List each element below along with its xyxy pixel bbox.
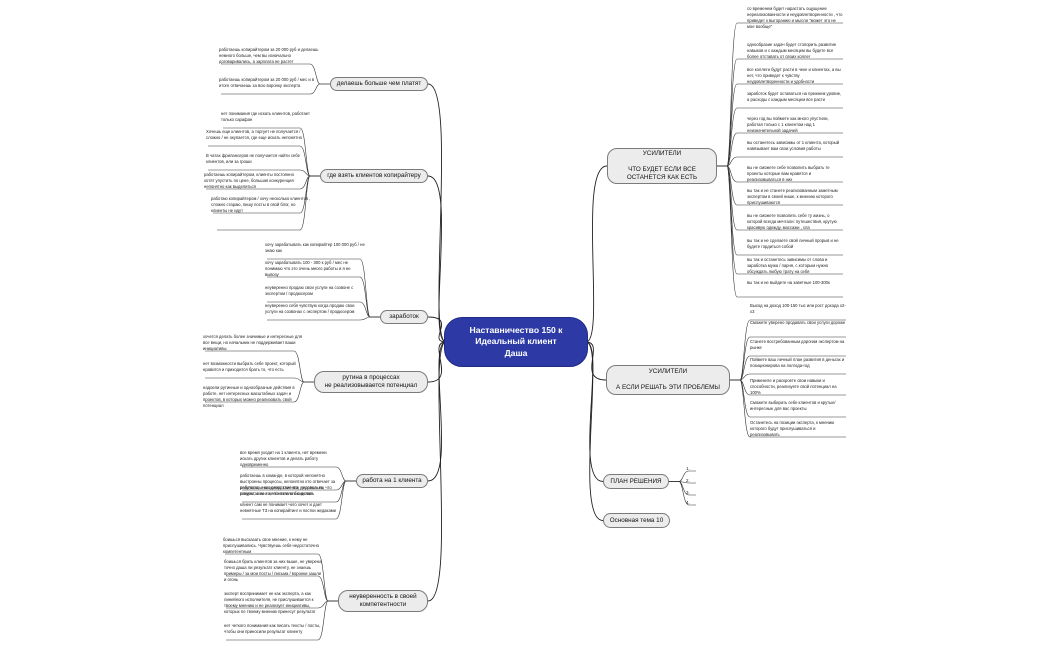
- leaf-note: вы так и не выйдете на заветные 100-300к: [747, 280, 830, 285]
- leaf-note: однообразие задач будет стопорить развит…: [747, 42, 837, 59]
- leaf-note: эксперт воспринимает не как эксперта, а …: [224, 591, 316, 614]
- leaf-note: неуверенно продаю свои услуги на созвоне…: [265, 285, 354, 296]
- leaf-note: работаешь в команде, в которой непонятно…: [240, 473, 336, 496]
- leaf-note: работаешь на одного клиента, делаешь то,…: [240, 485, 332, 496]
- leaf-note: вы не сможете себе позволить выбрать те …: [747, 165, 830, 182]
- leaf-note: все время уходит на 1 клиента, нет време…: [240, 450, 327, 467]
- leaf-note: клиент сам не понимает чего хочет и дает…: [240, 502, 336, 513]
- plan-step: 1.: [686, 466, 690, 471]
- branch-insecurity[interactable]: неуверенность в своей компетентности: [338, 590, 428, 612]
- branch-where-clients[interactable]: где взять клиентов копирайтеру: [320, 169, 428, 183]
- plan-step: 4.: [686, 500, 690, 505]
- leaf-note: Сможете выбирать себе клиентов и крутые/…: [750, 400, 836, 411]
- leaf-note: Поймете ваш личный план развития в деньг…: [750, 357, 845, 368]
- leaf-note: работаю копирайтером / хочу несколько кл…: [211, 196, 311, 213]
- leaf-note: через год вы поймете как много упустили,…: [747, 116, 829, 133]
- leaf-note: хочу зарабатывать как копирайтер 100 000…: [265, 242, 365, 253]
- leaf-note: работаешь копирайтером, клиенты постоянн…: [204, 172, 294, 189]
- leaf-note: боишься брать клиентов за них выше, не у…: [224, 559, 322, 582]
- leaf-note: хочется делать более значимые и интересн…: [203, 334, 302, 351]
- leaf-note: Останетесь на позиции эксперта, к мнению…: [750, 420, 835, 437]
- plan-step: 2.: [686, 478, 690, 483]
- leaf-note: нет возможности выбрать себе проект, кот…: [203, 361, 296, 372]
- branch-solution-plan[interactable]: ПЛАН РЕШЕНИЯ: [603, 474, 669, 489]
- leaf-note: Сможете уверено продавать свои услуги до…: [750, 320, 846, 325]
- branch-main-topic[interactable]: Основная тема 10: [603, 513, 670, 528]
- leaf-note: Примените и раскроете свои навыки и спос…: [750, 378, 837, 395]
- leaf-note: нет четкого понимания как писать тексты …: [224, 623, 321, 634]
- leaf-note: со временем будет нарастать ощущение нер…: [747, 6, 843, 29]
- branch-one-client[interactable]: работа на 1 клиента: [356, 474, 428, 488]
- branch-amplifiers-2[interactable]: УСИЛИТЕЛИ А ЕСЛИ РЕШАТЬ ЭТИ ПРОБЛЕМЫ: [606, 365, 730, 395]
- leaf-note: надоели рутинные и однообразные действия…: [203, 385, 295, 408]
- branch-earn-more[interactable]: делаешь больше чем платят: [330, 77, 428, 91]
- leaf-note: заработок будет оставаться на прежнем ур…: [747, 91, 842, 102]
- leaf-note: неуверенно себя чувствую когда продаю св…: [265, 303, 355, 314]
- leaf-note: Станете востребованным дорогим экспертом…: [750, 339, 845, 350]
- leaf-note: нет понимания где искать клиентов, работ…: [221, 111, 310, 122]
- leaf-note: вы так и не станете реализованным заметн…: [747, 188, 838, 205]
- leaf-note: работаешь копирайтером за 20 000 руб / м…: [219, 77, 315, 88]
- branch-income[interactable]: заработок: [380, 310, 428, 324]
- leaf-note: вы так и не сделаете свой личный прорыв …: [747, 238, 839, 249]
- leaf-note: хочу зарабатывать 100 - 300 к руб / мес …: [265, 260, 351, 277]
- leaf-note: Хочешь еще клиентов, а торгует не получа…: [206, 129, 302, 140]
- branch-amplifiers-1[interactable]: УСИЛИТЕЛИ ЧТО БУДЕТ ЕСЛИ ВСЕ ОСТАНЕТСЯ К…: [607, 148, 717, 184]
- leaf-note: все коллеги будут расти в чеке и клиента…: [747, 67, 841, 84]
- branch-routine[interactable]: рутина в процессах не реализовывается по…: [314, 371, 428, 393]
- leaf-note: боишься высказать свое мнение, к нему не…: [223, 537, 320, 554]
- leaf-note: Выход на доход 100-150 тыс или рост дохо…: [750, 303, 846, 314]
- leaf-note: В чатах фрилансеров не получается найти …: [206, 153, 300, 164]
- leaf-note: вы не сможете позволить себе ту жизнь, о…: [747, 213, 837, 230]
- leaf-note: вы останетесь зависимы от 1 клиента, кот…: [747, 140, 840, 151]
- central-topic[interactable]: Наставничество 150 к Идеальный клиент Да…: [444, 317, 588, 367]
- leaf-note: вы так и останетесь зависимы от слова и …: [747, 257, 829, 274]
- plan-step: 3.: [686, 490, 690, 495]
- leaf-note: работаешь копирайтером за 20 000 руб и д…: [219, 47, 319, 64]
